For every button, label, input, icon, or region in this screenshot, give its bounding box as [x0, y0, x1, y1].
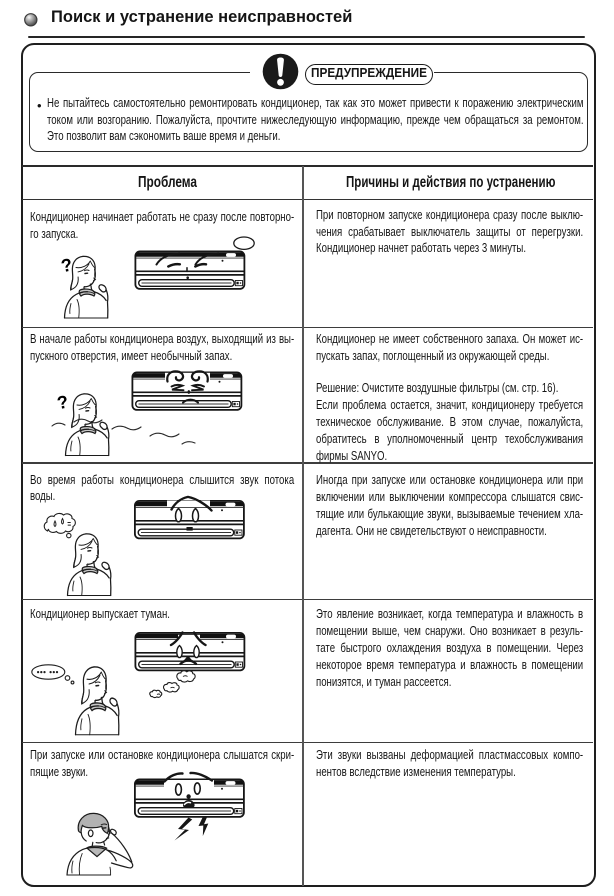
svg-text:?: ? [55, 392, 69, 414]
svg-text:?: ? [59, 255, 73, 277]
